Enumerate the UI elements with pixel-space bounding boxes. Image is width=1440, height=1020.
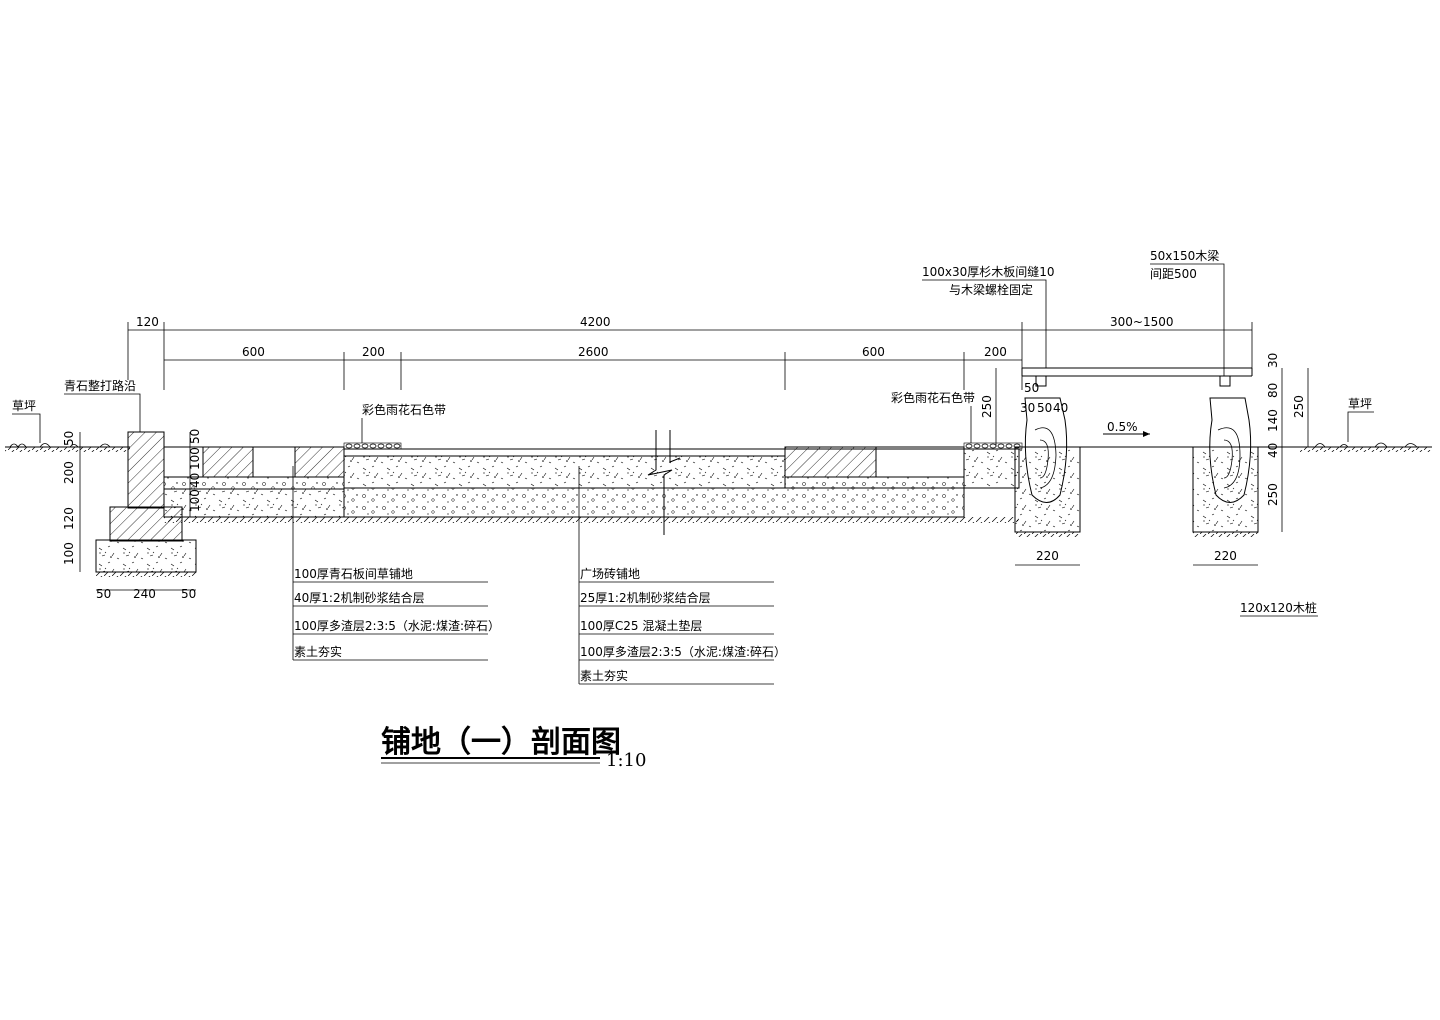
- dim-base-50b: 50: [181, 587, 196, 601]
- dim-deck-r-80: 80: [1266, 383, 1280, 398]
- post-label: 120x120木桩: [1240, 600, 1317, 615]
- slope-arrow: 0.5%: [1103, 420, 1150, 437]
- dim-deck-30: 30: [1020, 401, 1035, 415]
- deck-board-label-2: 与木梁螺栓固定: [949, 282, 1033, 297]
- pebble-band-right: [963, 442, 1023, 450]
- callout-right-3: 100厚C25 混凝土垫层: [580, 618, 702, 633]
- plaza-tile-paving: [343, 430, 1022, 535]
- dim-deck-250: 250: [980, 395, 994, 418]
- deck-dimensions: 250 50 30 50 40 30 80 140 40 250 250 220…: [980, 353, 1309, 566]
- callout-right: 广场砖铺地 25厚1:2机制砂浆结合层 100厚C25 混凝土垫层 100厚多渣…: [578, 466, 786, 685]
- dim-layer-50: 50: [188, 429, 202, 444]
- dim-base-240: 240: [133, 587, 156, 601]
- dim-deck-r-250b: 250: [1292, 395, 1306, 418]
- slope-label: 0.5%: [1107, 420, 1138, 434]
- dim-deck-50: 50: [1024, 381, 1039, 395]
- dim-layer-40: 40: [188, 473, 202, 488]
- curb-label: 青石整打路沿: [64, 378, 136, 393]
- dim-post-220b: 220: [1214, 549, 1237, 563]
- ground-right: [1300, 442, 1432, 452]
- beam-label-2: 间距500: [1150, 267, 1197, 281]
- dim-deck-r-30: 30: [1266, 353, 1280, 368]
- ground-left: [5, 443, 130, 452]
- dim-left-200: 200: [62, 461, 76, 484]
- scale-text: 1:10: [606, 750, 646, 771]
- dim-top-120: 120: [136, 315, 159, 329]
- wood-post-right: [1192, 397, 1259, 537]
- dim-seg-200a: 200: [362, 345, 385, 359]
- dim-deck-r-250a: 250: [1266, 483, 1280, 506]
- dim-seg-2600: 2600: [578, 345, 609, 359]
- callout-left-1: 100厚青石板间草铺地: [294, 567, 413, 581]
- dim-left-50: 50: [62, 431, 76, 446]
- dim-layer-100b: 100: [188, 489, 202, 512]
- drawing-title: 铺地（一）剖面图 1:10: [381, 725, 646, 771]
- deck-board-label-1: 100x30厚杉木板间缝10: [922, 264, 1055, 279]
- grass-right-label: 草坪: [1348, 397, 1372, 411]
- pebble-band-left: [343, 442, 402, 450]
- callout-right-4: 100厚多渣层2:3:5（水泥:煤渣:碎石）: [580, 644, 786, 659]
- callout-left-3: 100厚多渣层2:3:5（水泥:煤渣:碎石）: [294, 618, 500, 633]
- callout-right-2: 25厚1:2机制砂浆结合层: [580, 590, 711, 605]
- left-vertical-dimensions: 50 200 120 100 50 100 40 100 50 240 50: [62, 429, 202, 601]
- callout-right-1: 广场砖铺地: [580, 566, 640, 581]
- dim-seg-600a: 600: [242, 345, 265, 359]
- dim-deck-r-140: 140: [1266, 409, 1280, 432]
- dim-left-100: 100: [62, 542, 76, 565]
- beam-label-1: 50x150木梁: [1150, 248, 1219, 263]
- dim-seg-600b: 600: [862, 345, 885, 359]
- dim-deck-50b: 50: [1037, 401, 1052, 415]
- dim-left-120: 120: [62, 507, 76, 530]
- band-left-label: 彩色雨花石色带: [362, 402, 446, 417]
- callout-left-2: 40厚1:2机制砂浆结合层: [294, 590, 425, 605]
- band-right-label: 彩色雨花石色带: [891, 390, 975, 405]
- dim-layer-100a: 100: [188, 447, 202, 470]
- dim-post-220a: 220: [1036, 549, 1059, 563]
- annotations: 草坪 草坪 青石整打路沿 彩色雨花石色带 彩色雨花石色带 100x30厚杉木板间…: [12, 248, 1374, 617]
- title-text: 铺地（一）剖面图: [381, 725, 621, 760]
- dim-deck-r-40: 40: [1266, 443, 1280, 458]
- callout-right-5: 素土夯实: [580, 668, 628, 683]
- dim-deck-40: 40: [1053, 401, 1068, 415]
- grass-left-label: 草坪: [12, 399, 36, 413]
- top-dimensions: 120 4200 300~1500 600 200 2600 600 200: [127, 315, 1253, 390]
- dim-base-50a: 50: [96, 587, 111, 601]
- dim-seg-200b: 200: [984, 345, 1007, 359]
- dim-top-range: 300~1500: [1110, 315, 1174, 329]
- callout-left: 100厚青石板间草铺地 40厚1:2机制砂浆结合层 100厚多渣层2:3:5（水…: [292, 466, 500, 661]
- wooden-deck: [1021, 367, 1300, 448]
- dim-top-4200: 4200: [580, 315, 611, 329]
- wood-post-left: [1014, 397, 1081, 537]
- callout-left-4: 素土夯实: [294, 644, 342, 659]
